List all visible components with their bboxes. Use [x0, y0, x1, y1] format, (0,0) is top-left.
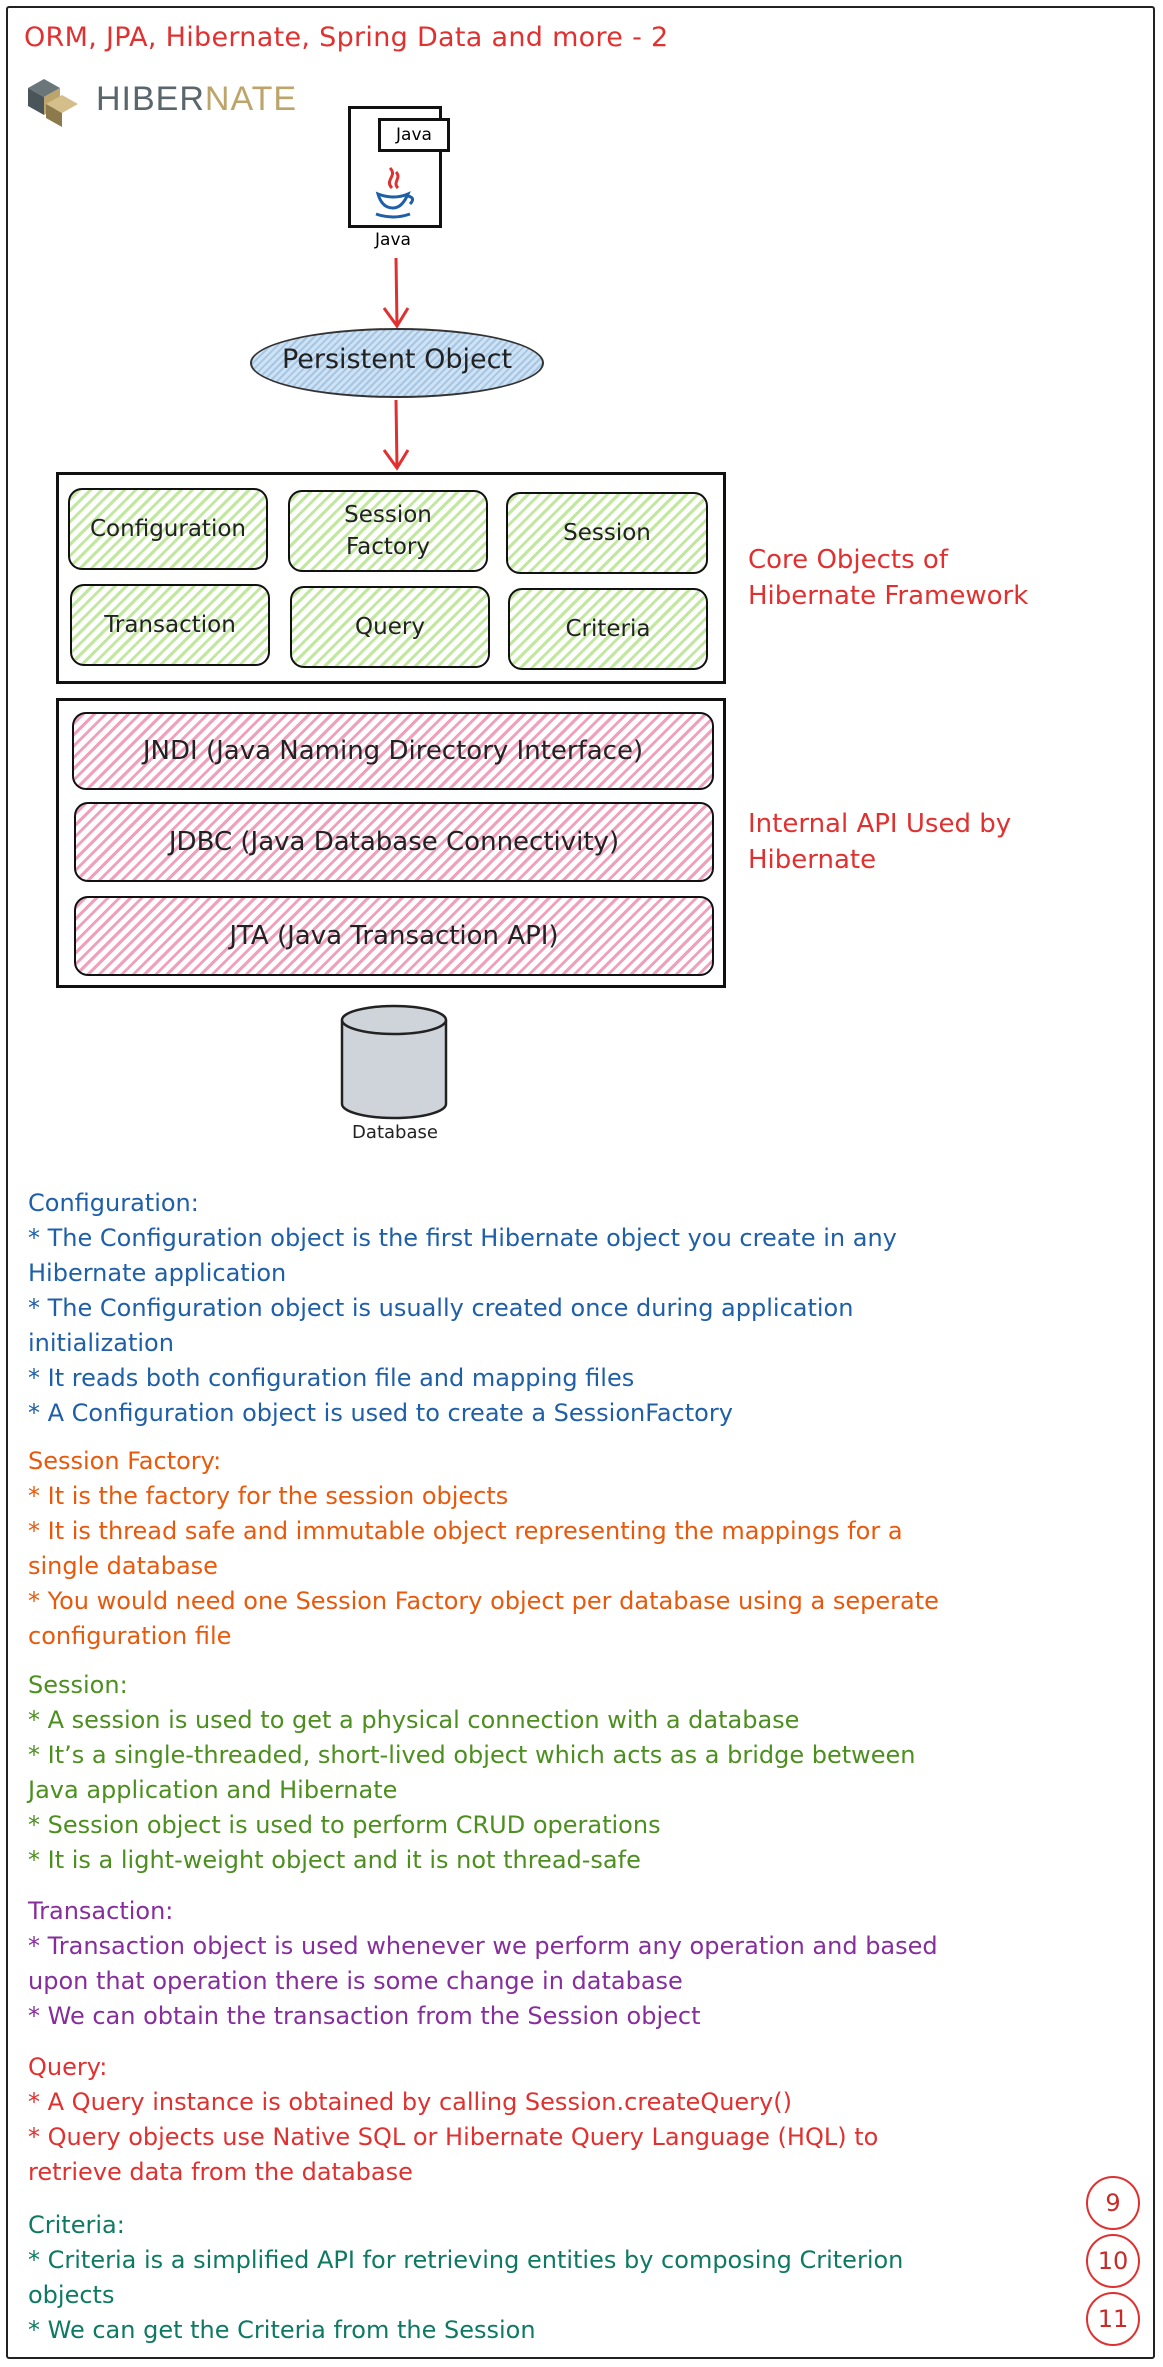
java-file-label: Java: [378, 118, 450, 152]
core-object-transaction: Transaction: [70, 584, 270, 666]
internal-api-jndi: JNDI (Java Naming Directory Interface): [72, 712, 714, 790]
section-line: * We can get the Criteria from the Sessi…: [28, 2316, 536, 2344]
section-line: * Session object is used to perform CRUD…: [28, 1811, 661, 1839]
arrow-down-icon: [382, 257, 410, 329]
section-line: * It reads both configuration file and m…: [28, 1364, 635, 1392]
section-line: * The Configuration object is the first …: [28, 1224, 897, 1252]
section-heading: Transaction:: [28, 1897, 174, 1925]
arrow-down-icon: [382, 399, 410, 471]
page-badge: 10: [1086, 2234, 1140, 2288]
persistent-object-label: Persistent Object: [281, 344, 513, 375]
section-query: Query: * A Query instance is obtained by…: [28, 2050, 878, 2190]
database-icon: [340, 1004, 448, 1120]
section-transaction: Transaction: * Transaction object is use…: [28, 1894, 938, 2034]
hibernate-logo-text: HIBERNATE: [96, 80, 298, 118]
core-objects-caption: Core Objects of Hibernate Framework: [748, 545, 1029, 611]
page-frame: [6, 6, 1155, 2359]
section-line: initialization: [28, 1329, 174, 1357]
section-line: * It is a light-weight object and it is …: [28, 1846, 641, 1874]
core-object-query: Query: [290, 586, 490, 668]
section-line: configuration file: [28, 1622, 232, 1650]
section-line: * We can obtain the transaction from the…: [28, 2002, 701, 2030]
section-criteria: Criteria: * Criteria is a simplified API…: [28, 2208, 903, 2348]
database-caption: Database: [352, 1122, 438, 1143]
section-line: * It is the factory for the session obje…: [28, 1482, 509, 1510]
page-badge: 11: [1086, 2292, 1140, 2346]
java-cup-icon: [375, 166, 415, 219]
section-line: upon that operation there is some change…: [28, 1967, 683, 1995]
section-heading: Configuration:: [28, 1189, 199, 1217]
section-heading: Session:: [28, 1671, 128, 1699]
page-title: ORM, JPA, Hibernate, Spring Data and mor…: [24, 22, 669, 53]
page-badge: 9: [1086, 2176, 1140, 2230]
core-object-session: Session: [506, 492, 708, 574]
section-heading: Query:: [28, 2053, 108, 2081]
section-line: * It’s a single-threaded, short-lived ob…: [28, 1741, 916, 1769]
section-line: objects: [28, 2281, 115, 2309]
section-line: * Criteria is a simplified API for retri…: [28, 2246, 904, 2274]
java-caption: Java: [375, 230, 411, 250]
section-line: * You would need one Session Factory obj…: [28, 1587, 939, 1615]
internal-api-caption: Internal API Used by Hibernate: [748, 809, 1012, 875]
section-line: Hibernate application: [28, 1259, 287, 1287]
hibernate-logo-icon: [28, 79, 78, 127]
section-line: * A Query instance is obtained by callin…: [28, 2088, 792, 2116]
section-line: * The Configuration object is usually cr…: [28, 1294, 854, 1322]
section-heading: Criteria:: [28, 2211, 125, 2239]
hibernate-logo: HIBERNATE: [26, 74, 296, 127]
section-line: Java application and Hibernate: [28, 1776, 398, 1804]
section-heading: Session Factory:: [28, 1447, 222, 1475]
section-line: * A session is used to get a physical co…: [28, 1706, 800, 1734]
core-object-criteria: Criteria: [508, 588, 708, 670]
section-line: retrieve data from the database: [28, 2158, 413, 2186]
section-line: * It is thread safe and immutable object…: [28, 1517, 903, 1545]
persistent-object-node: [250, 328, 544, 398]
section-line: * A Configuration object is used to crea…: [28, 1399, 733, 1427]
section-session: Session: * A session is used to get a ph…: [28, 1668, 916, 1878]
section-session-factory: Session Factory: * It is the factory for…: [28, 1444, 939, 1654]
section-line: * Query objects use Native SQL or Hibern…: [28, 2123, 879, 2151]
section-line: single database: [28, 1552, 218, 1580]
core-object-configuration: Configuration: [68, 488, 268, 570]
core-object-session-factory: Session Factory: [288, 490, 488, 572]
internal-api-jta: JTA (Java Transaction API): [74, 896, 714, 976]
internal-api-jdbc: JDBC (Java Database Connectivity): [74, 802, 714, 882]
section-line: * Transaction object is used whenever we…: [28, 1932, 938, 1960]
section-configuration: Configuration: * The Configuration objec…: [28, 1186, 897, 1431]
